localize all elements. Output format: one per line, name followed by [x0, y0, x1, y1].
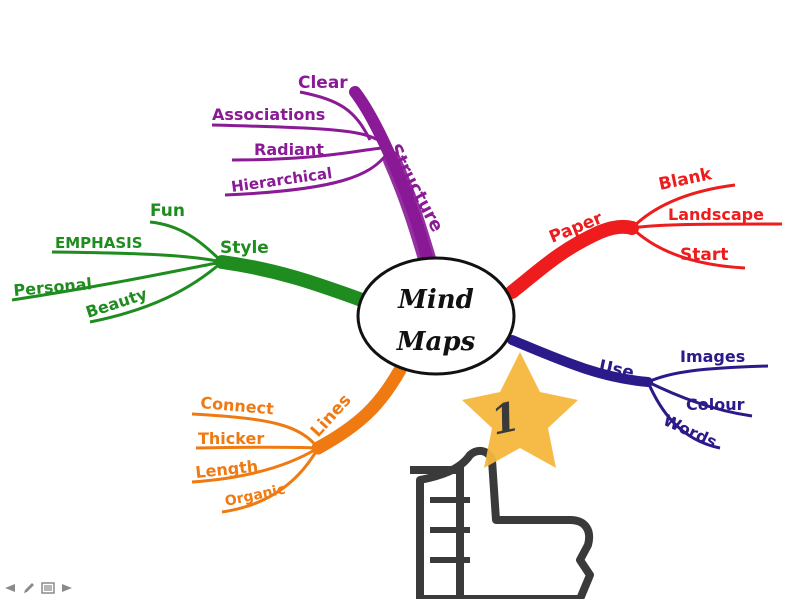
center-title-line2: Maps	[396, 327, 476, 357]
branch-label-style: Style	[220, 238, 269, 258]
leaf-organic: Organic	[224, 482, 287, 510]
leaf-personal: Personal	[13, 274, 93, 300]
leaf-start: Start	[680, 245, 728, 265]
center-title-line1: Mind	[397, 285, 474, 315]
central-node: Mind Maps	[356, 256, 516, 376]
leaf-images: Images	[680, 347, 745, 366]
leaf-thicker: Thicker	[198, 429, 264, 448]
slide-controls	[2, 579, 75, 597]
prev-arrow-icon[interactable]	[2, 580, 18, 596]
leaf-radiant: Radiant	[254, 140, 324, 159]
leaf-words: Words	[660, 410, 720, 451]
menu-icon[interactable]	[40, 580, 56, 596]
branch-paper: Paper Blank Landscape Start	[505, 164, 783, 299]
star-badge: 1	[462, 352, 578, 468]
leaf-emphasis: EMPHASIS	[55, 234, 143, 252]
branch-label-use: Use	[597, 356, 636, 383]
branch-structure: Structure Clear Associations Radiant Hie…	[211, 73, 447, 271]
star-icon	[462, 352, 578, 468]
next-arrow-icon[interactable]	[59, 580, 75, 596]
leaf-associations: Associations	[212, 105, 325, 124]
thumbs-up-icon	[410, 446, 594, 599]
leaf-landscape: Landscape	[668, 205, 764, 224]
leaf-length: Length	[194, 457, 259, 482]
pen-icon[interactable]	[21, 580, 37, 596]
leaf-fun: Fun	[150, 201, 185, 221]
branch-lines: Lines Connect Thicker Length Organic	[191, 363, 407, 514]
branch-style: Style Fun EMPHASIS Personal Beauty	[11, 201, 369, 324]
leaf-colour: Colour	[686, 395, 745, 414]
leaf-clear: Clear	[298, 73, 348, 93]
